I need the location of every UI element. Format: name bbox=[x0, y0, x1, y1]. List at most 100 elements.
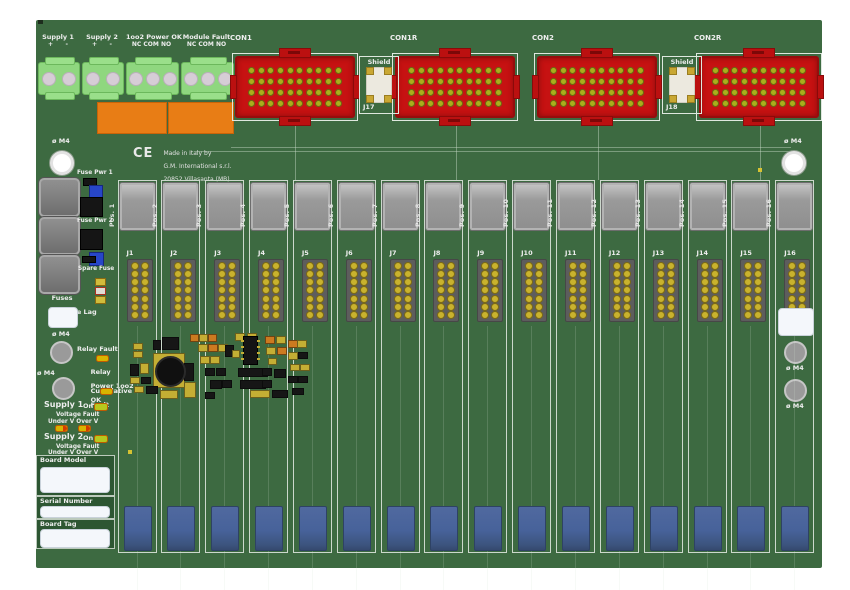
jref-label-J13: J13 bbox=[652, 249, 665, 257]
shield-label-J18: Shield bbox=[670, 58, 694, 66]
idc-pin bbox=[417, 89, 425, 96]
module-guide bbox=[689, 183, 725, 230]
jref-label-J9: J9 bbox=[477, 249, 485, 257]
idc-pin bbox=[465, 67, 473, 74]
dip-pin bbox=[393, 270, 402, 279]
smd-component bbox=[232, 350, 240, 358]
smd-component bbox=[133, 343, 143, 350]
dip-pin bbox=[788, 278, 797, 287]
idc-pin bbox=[550, 67, 558, 74]
dip-pin bbox=[447, 302, 456, 311]
module-guide bbox=[294, 183, 330, 230]
dip-connector-J9 bbox=[477, 259, 504, 322]
idc-connector-CON1 bbox=[230, 48, 360, 126]
dip-pin bbox=[491, 262, 500, 271]
dip-pin bbox=[535, 278, 544, 287]
dip-pin bbox=[569, 262, 577, 271]
module-guide bbox=[558, 183, 593, 230]
idc-pin bbox=[257, 78, 265, 85]
dip-pin bbox=[569, 294, 577, 303]
dip-pin bbox=[218, 262, 227, 271]
dip-pin bbox=[305, 278, 314, 287]
dip-pin bbox=[349, 278, 358, 287]
smd-component bbox=[250, 390, 270, 398]
module-socket-8 bbox=[430, 506, 459, 551]
supply1-underv-overv-label: Under V Over V bbox=[48, 419, 99, 425]
smd-component bbox=[198, 344, 208, 352]
jref-label-J2: J2 bbox=[170, 249, 178, 257]
board-tag-field bbox=[40, 529, 110, 548]
idc-connector-CON1R bbox=[390, 48, 520, 126]
supply2-underv-overv-label: Under V Over V bbox=[48, 450, 99, 456]
pos-label-3: Pos. 3 bbox=[196, 203, 204, 227]
mount-hole-top-right bbox=[782, 151, 806, 175]
dip-pin bbox=[798, 294, 807, 303]
trace bbox=[355, 326, 357, 590]
idc-pin bbox=[267, 78, 275, 85]
idc-pin bbox=[465, 100, 473, 107]
dip-pin bbox=[656, 294, 665, 303]
dip-pin bbox=[788, 270, 797, 279]
dip-pin bbox=[491, 270, 500, 279]
dip-pin bbox=[579, 310, 587, 319]
dip-pin bbox=[710, 310, 719, 319]
dip-pin bbox=[359, 286, 368, 295]
smd-component bbox=[262, 368, 272, 376]
smd-pad bbox=[758, 168, 762, 172]
dip-pin bbox=[612, 270, 621, 279]
trace bbox=[311, 326, 313, 590]
idc-pin bbox=[588, 78, 596, 85]
idc-outline-CON1 bbox=[230, 48, 360, 126]
idc-pin bbox=[627, 100, 635, 107]
idc-pin bbox=[712, 67, 720, 74]
idc-pin bbox=[731, 100, 739, 107]
dip-pin bbox=[666, 294, 675, 303]
idc-pin bbox=[494, 89, 502, 96]
dip-pin bbox=[447, 270, 456, 279]
mount-hole-mid-right-1 bbox=[784, 341, 807, 364]
idc-pin bbox=[408, 100, 416, 107]
dip-pin bbox=[754, 302, 763, 311]
ic-pin bbox=[257, 346, 260, 348]
idc-pin bbox=[485, 89, 493, 96]
idc-tab-bottom bbox=[581, 116, 613, 126]
relay-power-line1: Relay bbox=[90, 368, 111, 376]
dip-pin bbox=[228, 286, 237, 295]
shield-ref-J17: J17 bbox=[363, 103, 375, 111]
supply1-voltage-fault-label: Voltage Fault bbox=[56, 412, 100, 418]
idc-tab-bottom bbox=[279, 116, 311, 126]
trace bbox=[662, 326, 664, 590]
idc-pin bbox=[569, 89, 577, 96]
module-slot-14: J14 bbox=[687, 180, 727, 590]
module-socket-5 bbox=[298, 506, 327, 551]
dip-connector-J4 bbox=[258, 259, 285, 322]
idc-pin bbox=[446, 67, 454, 74]
dip-pin bbox=[744, 286, 753, 295]
module-socket-15 bbox=[737, 506, 766, 551]
dip-pin bbox=[656, 286, 665, 295]
dip-connector-J2 bbox=[170, 259, 197, 322]
dip-pin bbox=[393, 302, 402, 311]
mount-label-mid-left-2: ø M4 bbox=[37, 369, 55, 377]
dip-pin bbox=[184, 262, 193, 271]
dip-pin bbox=[788, 286, 797, 295]
idc-pin bbox=[267, 89, 275, 96]
jref-label-J15: J15 bbox=[740, 249, 752, 257]
dip-pin bbox=[393, 278, 402, 287]
dip-pin bbox=[393, 294, 402, 303]
dip-pin bbox=[612, 310, 621, 319]
dip-connector-J10 bbox=[521, 259, 548, 322]
idc-pin bbox=[598, 78, 606, 85]
dip-pin bbox=[174, 310, 183, 319]
pos-label-1: Pos. 1 bbox=[108, 203, 116, 227]
module-guide bbox=[207, 183, 243, 230]
idc-pin bbox=[550, 89, 558, 96]
board-tag-label: Board Tag bbox=[40, 520, 77, 528]
dip-connector-J6 bbox=[345, 259, 372, 322]
dip-pin bbox=[393, 286, 402, 295]
trace bbox=[706, 326, 708, 590]
dip-pin bbox=[184, 302, 193, 311]
idc-pin bbox=[427, 78, 435, 85]
capacitor bbox=[155, 356, 186, 387]
module-guide bbox=[338, 183, 374, 230]
